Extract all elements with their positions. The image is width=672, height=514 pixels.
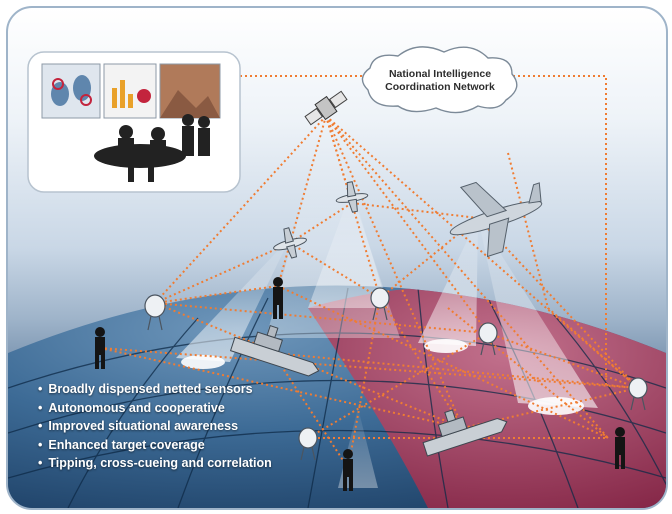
feature-list: Broadly dispensed netted sensors Autonom… [38, 380, 272, 473]
list-item: Improved situational awareness [38, 417, 272, 436]
ship-icon [229, 325, 320, 377]
soldier-icon [95, 327, 105, 369]
soldier-icon [343, 449, 353, 491]
sensor-dish-icon [298, 427, 318, 461]
list-item: Broadly dispensed netted sensors [38, 380, 272, 399]
cloud-label-line2: Coordination Network [385, 81, 495, 93]
uav-icon [335, 181, 369, 213]
sensor-dish-icon [144, 294, 166, 331]
cloud-label-line1: National Intelligence [388, 68, 492, 80]
command-center-inset [27, 51, 241, 193]
list-item: Tipping, cross-cueing and correlation [38, 454, 271, 473]
list-item: Enhanced target coverage [38, 436, 272, 455]
soldier-icon [615, 427, 625, 469]
network-links [99, 75, 639, 469]
ship-icon [422, 409, 508, 457]
list-item: Autonomous and cooperative [38, 399, 272, 418]
cloud-label: National Intelligence Coordination Netwo… [370, 68, 510, 94]
soldier-icon [273, 277, 283, 319]
sensor-dish-icon [628, 377, 648, 411]
large-aircraft-icon [449, 181, 543, 258]
diagram-frame: National Intelligence Coordination Netwo… [6, 6, 668, 510]
sensor-dish-icon [370, 287, 390, 321]
uav-icon [273, 227, 307, 259]
cloud-shape [361, 46, 518, 114]
sensor-dish-icon [478, 322, 498, 356]
sensor-beams [176, 116, 598, 488]
satellite-icon [304, 90, 348, 126]
